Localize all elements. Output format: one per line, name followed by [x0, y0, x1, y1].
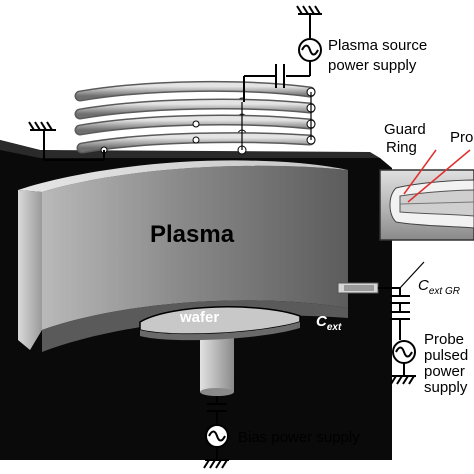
bias-power-supply-label: Bias power supply [238, 429, 360, 446]
c-ext-symbol: C [316, 313, 328, 330]
wafer-label: wafer [179, 309, 219, 326]
wafer [139, 306, 301, 341]
probe [337, 282, 400, 294]
capacitor-icon [390, 295, 410, 304]
guard-ring-inset [379, 149, 474, 241]
c-ext-subscript: ext [327, 322, 342, 333]
capacitor-icon [390, 311, 410, 320]
probe-pointer [407, 149, 471, 203]
ac-source-icon [298, 38, 322, 62]
ground-icon [390, 375, 416, 385]
c-ext-gr-label: Cext GR [418, 277, 460, 297]
probe-label-cut: Pro [450, 129, 473, 146]
ground-icon [203, 459, 229, 469]
guard-ring-pointer [403, 149, 437, 195]
plasma-source-label-line2: power supply [328, 57, 417, 74]
plasma-volume [18, 160, 348, 352]
ground-icon [28, 121, 105, 161]
guard-ring-label-line1: Guard [384, 121, 426, 138]
c-ext-gr-symbol: C [418, 277, 429, 294]
plasma-label: Plasma [150, 221, 235, 248]
guard-ring-label-line2: Ring [386, 139, 417, 156]
wafer-pedestal [200, 330, 234, 396]
probe-supply-label-line4: supply [424, 379, 468, 396]
probe-supply-label-line1: Probe [424, 331, 464, 348]
induction-coil [74, 80, 316, 155]
probe-supply-label-line2: pulsed [424, 347, 468, 364]
bias-circuit [203, 396, 229, 469]
c-ext-label: Cext [316, 313, 342, 333]
ground-icon [296, 5, 322, 15]
probe-circuit [390, 261, 425, 385]
probe-supply-label-line3: power [424, 363, 465, 380]
plasma-source-label-line1: Plasma source [328, 37, 427, 54]
ac-source-icon [392, 340, 416, 364]
source-circuit [241, 5, 322, 150]
c-ext-gr-subscript: ext GR [429, 286, 460, 297]
ac-source-icon [205, 424, 229, 448]
